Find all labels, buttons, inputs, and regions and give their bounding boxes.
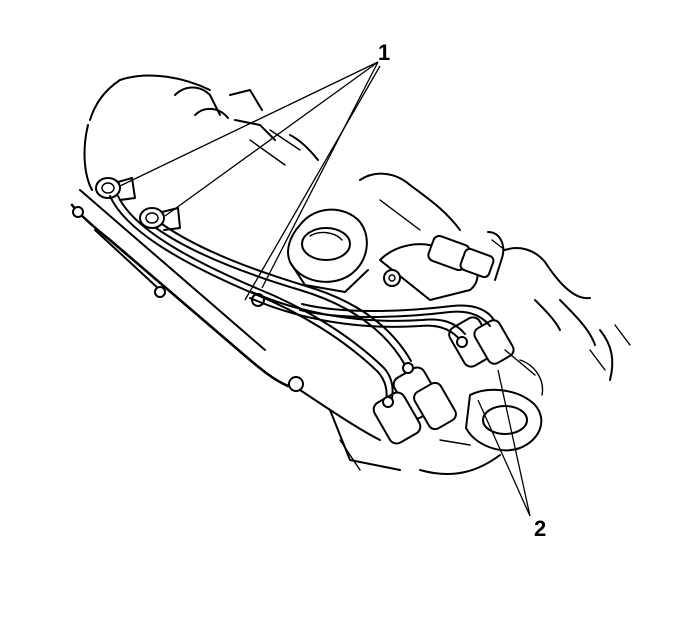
wire-end-left-1 xyxy=(95,177,136,201)
leader-lines xyxy=(119,61,531,517)
leader-1d xyxy=(244,65,381,301)
leader-2a xyxy=(477,399,531,517)
ignition-coil-assembly xyxy=(372,231,544,452)
leader-1a xyxy=(119,61,379,187)
oil-filler-cap xyxy=(287,208,369,293)
leader-1b xyxy=(164,61,379,217)
leader-1c xyxy=(261,61,379,289)
spark-plug-wires xyxy=(95,177,495,408)
callout-1-label: 1 xyxy=(378,40,390,65)
wire-end-left-2 xyxy=(139,207,181,231)
callout-2-label: 2 xyxy=(534,516,546,541)
leader-2b xyxy=(497,369,531,517)
